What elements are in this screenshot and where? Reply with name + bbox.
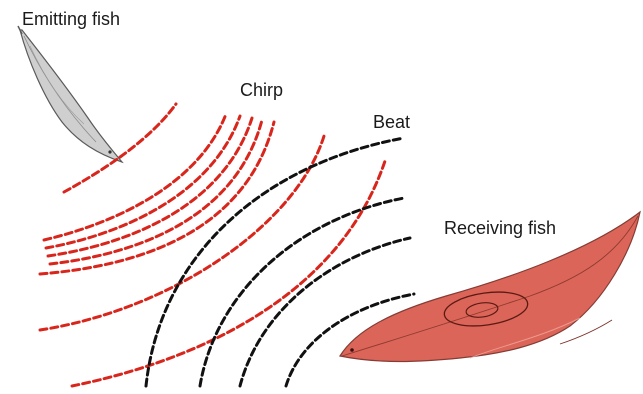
chirp-wave-7 (40, 136, 324, 330)
emitting-fish (18, 26, 122, 162)
receiving-fish-label: Receiving fish (444, 219, 556, 237)
chirp-label: Chirp (240, 81, 283, 99)
chirp-wave-8 (72, 158, 386, 386)
emitting-fish-label: Emitting fish (22, 10, 120, 28)
beat-label: Beat (373, 113, 410, 131)
